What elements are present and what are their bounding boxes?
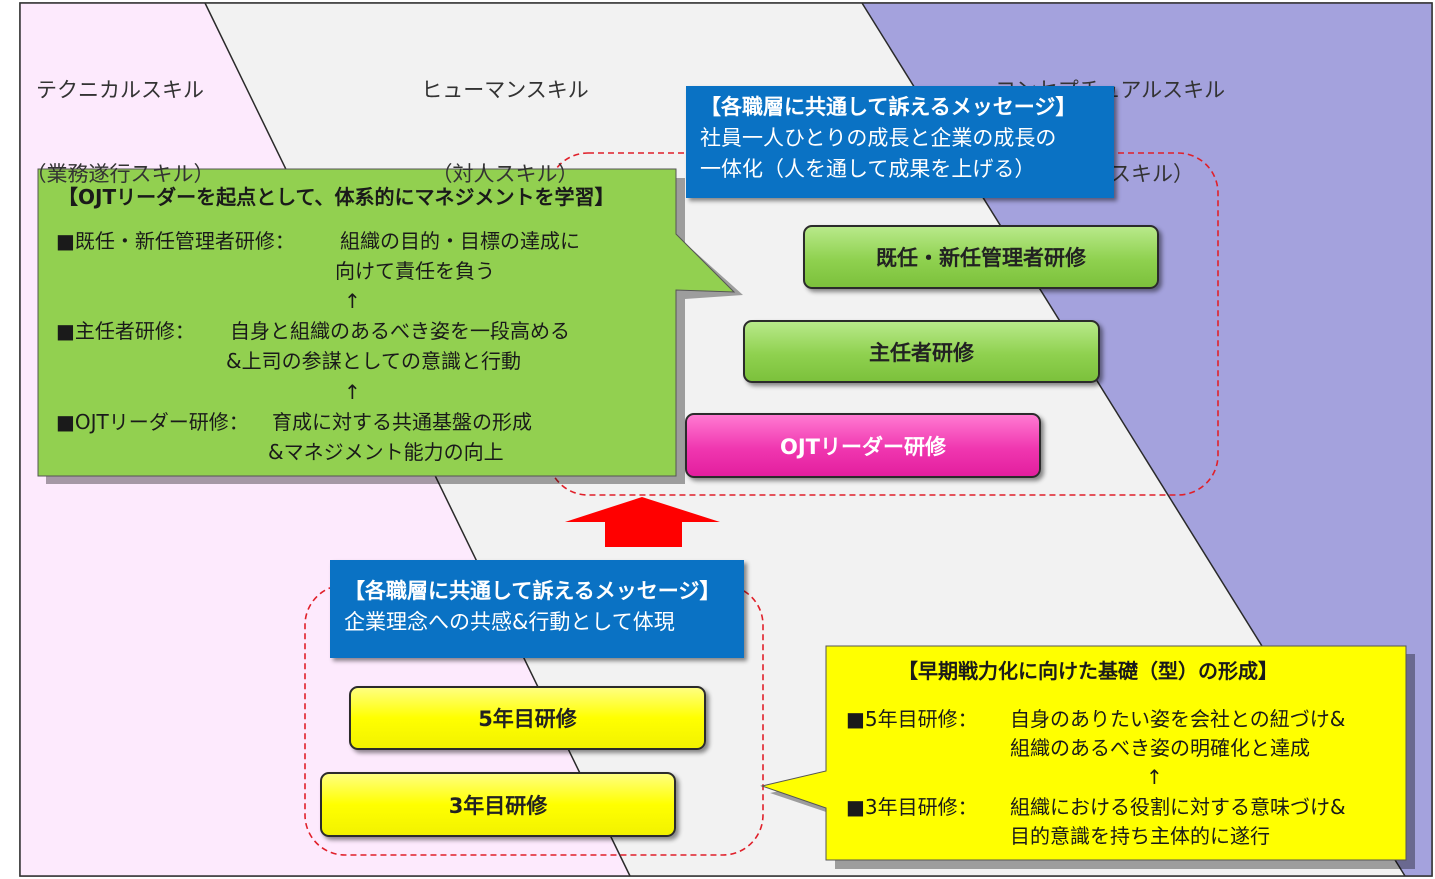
upper-message-line2: 一体化（人を通して成果を上げる） — [700, 157, 1036, 181]
upper-message-title: 【各職層に共通して訴えるメッセージ】 — [700, 95, 1077, 119]
up-arrow — [565, 497, 720, 547]
shuninsha-training-label: 主任者研修 — [869, 340, 974, 365]
early-callout-title: 【早期戦力化に向けた基礎（型）の形成】 — [898, 659, 1278, 683]
lower-group-outline — [304, 584, 764, 856]
ojt-item1-line2: 向けて責任を負う — [335, 259, 495, 283]
ojt-callout-shape — [37, 168, 736, 477]
lower-message-box: 【各職層に共通して訴えるメッセージ】 企業理念への共感&行動として体現 — [330, 560, 744, 658]
upper-message-box: 【各職層に共通して訴えるメッセージ】 社員一人ひとりの成長と企業の成長の 一体化… — [686, 86, 1114, 198]
early-item1-label: ■5年目研修： — [846, 707, 978, 731]
early-arrow: ↑ — [1146, 765, 1163, 789]
early-item2-line1: 組織における役割に対する意味づけ& — [1010, 795, 1346, 819]
ojt-arrow-2: ↑ — [344, 380, 361, 404]
early-item1-line1: 自身のありたい姿を会社との紐づけ& — [1010, 707, 1346, 731]
ojt-callout-title: 【OJTリーダーを起点として、体系的にマネジメントを学習】 — [58, 185, 615, 209]
year3-training-label: 3年目研修 — [448, 793, 548, 818]
human-skill-subtitle: （対人スキル） — [431, 162, 579, 186]
technical-skill-title: テクニカルスキル — [36, 78, 204, 102]
ojt-leader-training-box: OJTリーダー研修 — [685, 413, 1041, 478]
ojt-item3-label: ■OJTリーダー研修： — [56, 410, 249, 434]
year3-training-box: 3年目研修 — [320, 772, 676, 837]
early-item2-line2: 目的意識を持ち主体的に遂行 — [1010, 824, 1270, 848]
kanrisha-training-label: 既任・新任管理者研修 — [876, 246, 1086, 270]
kanrisha-training-box: 既任・新任管理者研修 — [803, 225, 1159, 289]
ojt-leader-training-label: OJTリーダー研修 — [780, 434, 946, 459]
year5-training-box: 5年目研修 — [349, 686, 706, 750]
year5-training-label: 5年目研修 — [478, 707, 577, 731]
ojt-item1-label: ■既任・新任管理者研修： — [56, 229, 295, 253]
ojt-item2-line1: 自身と組織のあるべき姿を一段高める — [230, 319, 570, 343]
lower-message-title: 【各職層に共通して訴えるメッセージ】 — [344, 579, 721, 603]
human-skill-title: ヒューマンスキル — [421, 78, 589, 102]
human-skill-header: ヒューマンスキル （対人スキル） — [395, 20, 615, 244]
ojt-item3-line2: &マネジメント能力の向上 — [268, 440, 504, 464]
early-callout-shape — [760, 645, 1407, 861]
ojt-item3-line1: 育成に対する共通基盤の形成 — [272, 410, 532, 434]
shuninsha-training-box: 主任者研修 — [743, 320, 1100, 383]
ojt-item2-label: ■主任者研修： — [56, 319, 195, 343]
early-item1-line2: 組織のあるべき姿の明確化と達成 — [1010, 736, 1310, 760]
lower-message-line1: 企業理念への共感&行動として体現 — [344, 610, 675, 634]
early-item2-label: ■3年目研修： — [846, 795, 978, 819]
technical-skill-subtitle: （業務遂行スキル） — [25, 162, 215, 186]
technical-skill-header: テクニカルスキル （業務遂行スキル） — [20, 20, 220, 244]
ojt-arrow-1: ↑ — [344, 289, 361, 313]
ojt-item2-line2: &上司の参謀としての意識と行動 — [226, 349, 521, 373]
upper-message-line1: 社員一人ひとりの成長と企業の成長の — [700, 126, 1057, 150]
ojt-item1-line1: 組織の目的・目標の達成に — [340, 229, 580, 253]
